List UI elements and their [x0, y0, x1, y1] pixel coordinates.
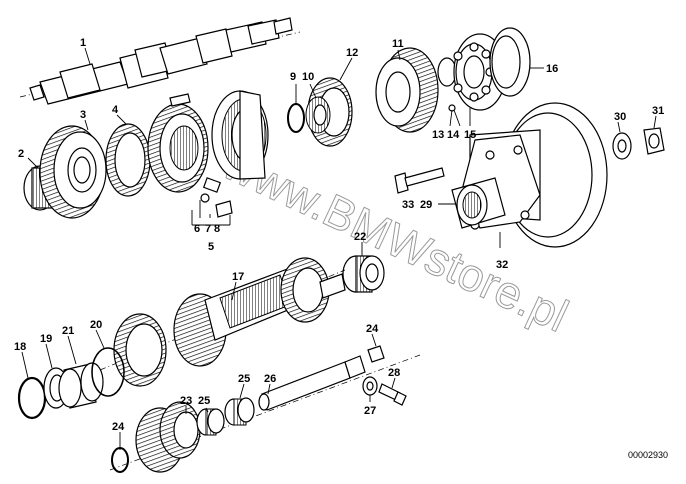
main-shaft — [19, 17, 301, 105]
bolt-28 — [378, 383, 407, 406]
needle-bearing-22 — [342, 255, 385, 293]
washer-30 — [612, 132, 632, 160]
callout-20: 20 — [90, 319, 102, 331]
synchro-hub-assembly — [147, 93, 233, 218]
needle-bearing-25b — [224, 397, 255, 426]
callout-25-left: 25 — [198, 395, 210, 407]
nut-31 — [643, 127, 665, 155]
circlip-24-lower — [111, 447, 129, 473]
circlip-18 — [17, 376, 47, 420]
leader-lines — [21, 47, 657, 450]
callout-18: 18 — [14, 341, 26, 353]
callout-9: 9 — [290, 71, 296, 83]
callout-16: 16 — [546, 63, 558, 75]
circlip-9 — [287, 103, 305, 133]
callout-15: 15 — [464, 129, 476, 141]
callout-11: 11 — [392, 38, 404, 50]
flange-29 — [451, 177, 506, 229]
callout-7: 7 — [205, 223, 211, 235]
callout-32: 32 — [496, 259, 508, 271]
callout-13: 13 — [432, 129, 444, 141]
callout-17: 17 — [232, 271, 244, 283]
callout-30: 30 — [614, 111, 626, 123]
callout-19: 19 — [40, 333, 52, 345]
gear-12 — [305, 77, 353, 147]
countershaft-17 — [99, 257, 346, 387]
callout-33: 33 — [402, 199, 414, 211]
callout-4: 4 — [112, 104, 119, 116]
callout-14: 14 — [447, 129, 460, 141]
callout-21: 21 — [62, 325, 74, 337]
callout-24-upper: 24 — [366, 323, 379, 335]
callout-labels: 1 2 3 4 6 7 8 5 9 10 12 11 13 14 15 16 3… — [14, 37, 664, 433]
reverse-gear-23 — [109, 354, 421, 473]
callout-31: 31 — [652, 105, 664, 117]
callout-2: 2 — [18, 148, 24, 160]
idler-shaft-26 — [258, 355, 366, 411]
callout-1: 1 — [80, 37, 86, 49]
callout-12: 12 — [346, 47, 358, 59]
gear-3 — [39, 125, 107, 219]
callout-22: 22 — [354, 231, 366, 243]
callout-24-lower: 24 — [112, 421, 125, 433]
callout-5: 5 — [208, 241, 214, 253]
callout-6: 6 — [194, 223, 200, 235]
callout-26: 26 — [264, 373, 276, 385]
callout-29: 29 — [420, 199, 432, 211]
bearing-ring-16 — [489, 27, 531, 97]
callout-23: 23 — [180, 395, 192, 407]
bolt-33 — [394, 167, 445, 194]
drawing-reference-number: 00002930 — [628, 450, 668, 460]
bearing-21 — [58, 362, 104, 409]
needle-bearing-25a — [196, 408, 225, 436]
sliding-sleeve — [211, 90, 269, 180]
callout-3: 3 — [80, 109, 86, 121]
callout-25-right: 25 — [238, 373, 250, 385]
output-drum-32 — [461, 102, 608, 248]
washer-27 — [362, 376, 378, 396]
synchro-ring-4 — [105, 123, 151, 197]
callout-27: 27 — [364, 405, 376, 417]
gear-11 — [375, 47, 439, 133]
callout-10: 10 — [302, 71, 314, 83]
ring-20 — [91, 347, 125, 397]
clip-24-upper — [367, 345, 385, 363]
callout-8: 8 — [214, 223, 220, 235]
callout-28: 28 — [388, 367, 400, 379]
